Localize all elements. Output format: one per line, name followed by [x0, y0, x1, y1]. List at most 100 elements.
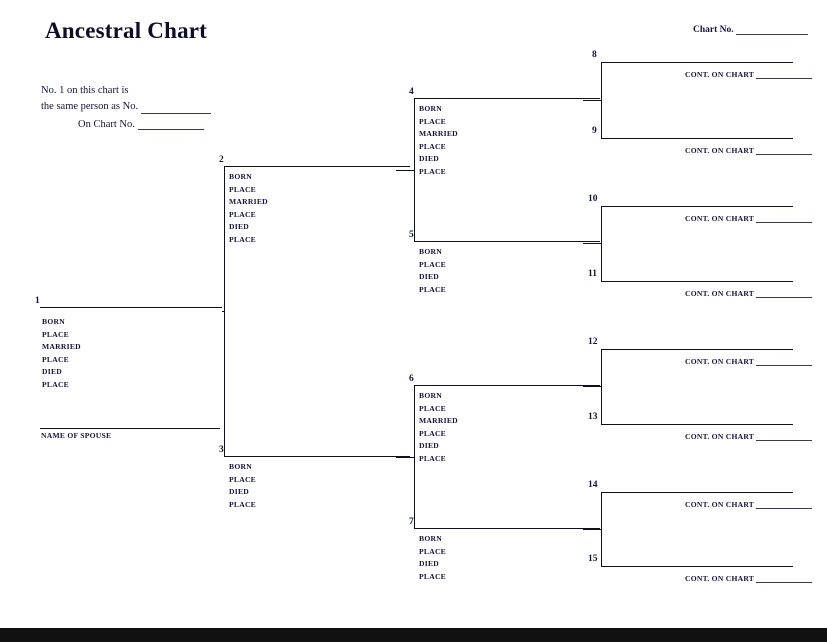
on-chart-label: On Chart No.: [78, 119, 135, 130]
person-5-name-rule[interactable]: [414, 241, 600, 242]
person-5-field-place2: PLACE: [419, 284, 446, 294]
bracket-stub-1: [222, 311, 224, 312]
chart-no-field[interactable]: Chart No.: [693, 25, 809, 35]
person-2-field-place1: PLACE: [229, 184, 256, 194]
cont-9-label-wrap[interactable]: CONT. ON CHART: [685, 146, 813, 155]
person-1-fields: BORN PLACE MARRIED PLACE DIED PLACE: [42, 316, 81, 392]
cont-13-blank[interactable]: [756, 440, 813, 441]
cont-10-rule[interactable]: [601, 206, 793, 207]
on-chart-blank[interactable]: [137, 129, 204, 130]
same-person-line2: the same person as No.: [41, 101, 139, 112]
person-6-field-place3: PLACE: [419, 453, 446, 463]
person-3-field-place2: PLACE: [229, 499, 256, 509]
on-chart-no-field[interactable]: On Chart No.: [78, 119, 204, 130]
person-4-name-rule[interactable]: [414, 98, 600, 99]
person-6-field-place1: PLACE: [419, 403, 446, 413]
person-5-field-died: DIED: [419, 272, 439, 282]
same-person-line2-wrap: the same person as No.: [41, 99, 211, 114]
cont-13-rule[interactable]: [601, 424, 793, 425]
cont-12-blank[interactable]: [756, 365, 813, 366]
person-2-fields: BORN PLACE MARRIED PLACE DIED PLACE: [229, 171, 268, 247]
chart-no-blank[interactable]: [736, 34, 809, 35]
cont-14-label: CONT. ON CHART: [685, 500, 754, 509]
person-7-field-place1: PLACE: [419, 546, 446, 556]
bracket-stub-4: [583, 100, 601, 101]
person-4-field-married: MARRIED: [419, 129, 458, 139]
person-4-field-place1: PLACE: [419, 116, 446, 126]
cont-11-label-wrap[interactable]: CONT. ON CHART: [685, 289, 813, 298]
spouse-label: NAME OF SPOUSE: [41, 431, 112, 440]
cont-13-label: CONT. ON CHART: [685, 432, 754, 441]
cont-11-blank[interactable]: [756, 297, 813, 298]
cont-9-number: 9: [592, 126, 597, 136]
cont-9-blank[interactable]: [756, 154, 813, 155]
same-person-line1: No. 1 on this chart is: [41, 85, 129, 96]
person-3-name-rule[interactable]: [224, 456, 410, 457]
person-6-field-died: DIED: [419, 441, 439, 451]
person-7-name-rule[interactable]: [414, 528, 600, 529]
person-1-field-married: MARRIED: [42, 342, 81, 352]
person-2-field-married: MARRIED: [229, 197, 268, 207]
cont-15-blank[interactable]: [756, 582, 813, 583]
spouse-name-rule[interactable]: [40, 428, 220, 429]
person-4-field-born: BORN: [419, 104, 442, 113]
bracket-vertical-8-9: [601, 62, 602, 138]
cont-8-blank[interactable]: [756, 78, 813, 79]
person-4-field-place2: PLACE: [419, 141, 446, 151]
person-7-field-place2: PLACE: [419, 571, 446, 581]
cont-13-label-wrap[interactable]: CONT. ON CHART: [685, 432, 813, 441]
bottom-bar: [0, 628, 827, 642]
person-2-name-rule[interactable]: [224, 166, 410, 167]
cont-11-rule[interactable]: [601, 281, 793, 282]
person-6-number: 6: [409, 374, 414, 384]
person-6-field-born: BORN: [419, 391, 442, 400]
cont-10-label-wrap[interactable]: CONT. ON CHART: [685, 214, 813, 223]
person-6-name-rule[interactable]: [414, 385, 600, 386]
bracket-stub-3: [396, 457, 414, 458]
person-7-number: 7: [409, 517, 414, 527]
person-4-field-died: DIED: [419, 154, 439, 164]
cont-11-number: 11: [588, 269, 597, 279]
bracket-stub-6: [583, 386, 601, 387]
person-2-field-died: DIED: [229, 222, 249, 232]
cont-8-rule[interactable]: [601, 62, 793, 63]
cont-15-label-wrap[interactable]: CONT. ON CHART: [685, 574, 813, 583]
cont-12-label-wrap[interactable]: CONT. ON CHART: [685, 357, 813, 366]
person-1-name-rule[interactable]: [40, 307, 222, 308]
bracket-stub-5: [583, 243, 601, 244]
cont-8-number: 8: [592, 50, 597, 60]
cont-14-number: 14: [588, 480, 598, 490]
person-2-field-born: BORN: [229, 172, 252, 181]
person-1-number: 1: [35, 296, 40, 306]
same-person-note: No. 1 on this chart is the same person a…: [41, 83, 211, 114]
bracket-vertical-4-5: [414, 98, 415, 241]
person-7-field-born: BORN: [419, 534, 442, 543]
person-5-field-place1: PLACE: [419, 259, 446, 269]
cont-9-rule[interactable]: [601, 138, 793, 139]
cont-14-label-wrap[interactable]: CONT. ON CHART: [685, 500, 813, 509]
cont-15-number: 15: [588, 554, 598, 564]
person-4-number: 4: [409, 87, 414, 97]
person-2-field-place2: PLACE: [229, 209, 256, 219]
cont-8-label-wrap[interactable]: CONT. ON CHART: [685, 70, 813, 79]
person-1-field-died: DIED: [42, 367, 62, 377]
cont-14-blank[interactable]: [756, 508, 813, 509]
person-3-number: 3: [219, 445, 224, 455]
cont-12-label: CONT. ON CHART: [685, 357, 754, 366]
chart-no-label: Chart No.: [693, 25, 734, 35]
person-6-field-place2: PLACE: [419, 428, 446, 438]
person-7-fields: BORN PLACE DIED PLACE: [419, 533, 446, 583]
cont-10-blank[interactable]: [756, 222, 813, 223]
person-1-field-born: BORN: [42, 317, 65, 326]
cont-13-number: 13: [588, 412, 598, 422]
bracket-vertical-10-11: [601, 206, 602, 281]
cont-12-rule[interactable]: [601, 349, 793, 350]
bracket-vertical-14-15: [601, 492, 602, 566]
same-person-blank[interactable]: [140, 113, 211, 114]
person-3-field-place1: PLACE: [229, 474, 256, 484]
person-4-field-place3: PLACE: [419, 166, 446, 176]
cont-14-rule[interactable]: [601, 492, 793, 493]
person-2-number: 2: [219, 155, 224, 165]
cont-8-label: CONT. ON CHART: [685, 70, 754, 79]
cont-15-rule[interactable]: [601, 566, 793, 567]
